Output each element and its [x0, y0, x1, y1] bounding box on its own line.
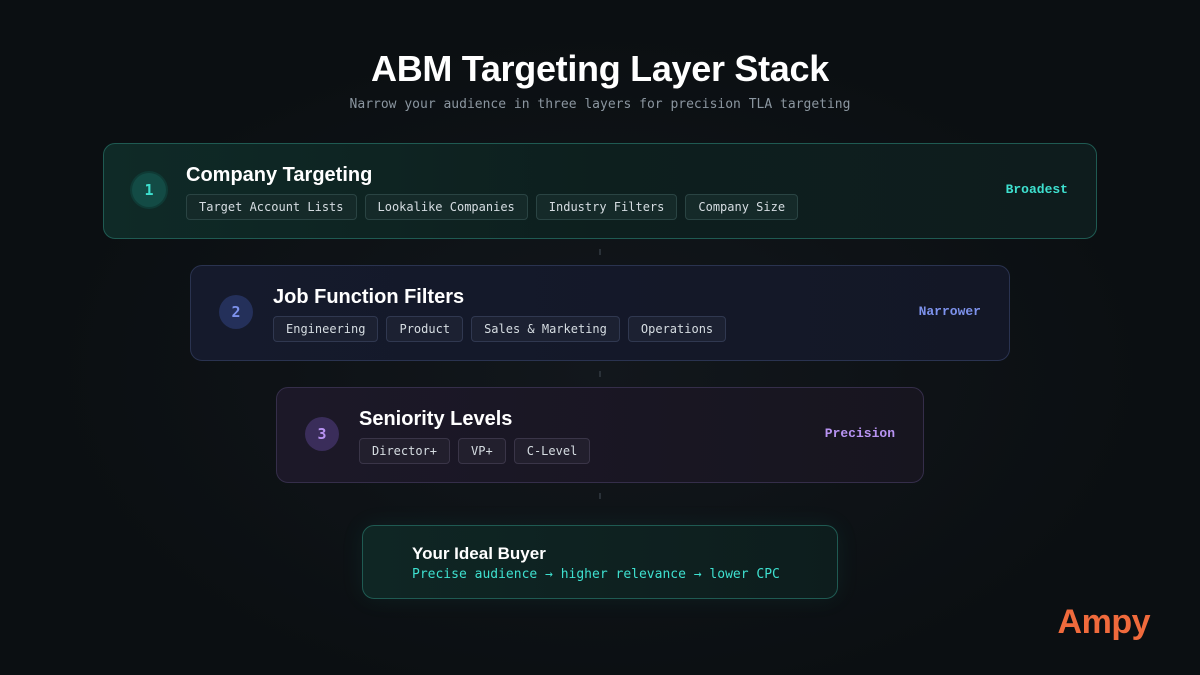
- layer-name: Job Function Filters: [273, 286, 465, 308]
- tag-vp-plus: VP+: [458, 438, 506, 464]
- brand-logo: Ampy: [1057, 603, 1151, 641]
- layer-tags: Target Account Lists Lookalike Companies…: [186, 194, 799, 220]
- connector-line: [599, 249, 601, 255]
- layer-tags: Director+ VP+ C-Level: [359, 438, 591, 464]
- layer-job-function-filters: 2 Job Function Filters Engineering Produ…: [190, 265, 1010, 361]
- layer-name: Company Targeting: [186, 164, 373, 186]
- tag-engineering: Engineering: [273, 316, 379, 342]
- tag-director-plus: Director+: [359, 438, 451, 464]
- result-title: Your Ideal Buyer: [412, 544, 546, 563]
- tag-target-account-lists: Target Account Lists: [186, 194, 357, 220]
- tag-operations: Operations: [627, 316, 727, 342]
- layer-name: Seniority Levels: [359, 408, 513, 430]
- tag-lookalike-companies: Lookalike Companies: [364, 194, 528, 220]
- tag-c-level: C-Level: [513, 438, 591, 464]
- connector-line: [599, 371, 601, 377]
- page-title: ABM Targeting Layer Stack: [371, 48, 829, 89]
- page-subtitle: Narrow your audience in three layers for…: [349, 97, 851, 112]
- layer-level-label: Precision: [824, 426, 895, 441]
- layer-seniority-levels: 3 Seniority Levels Director+ VP+ C-Level…: [276, 387, 924, 483]
- layer-company-targeting: 1 Company Targeting Target Account Lists…: [103, 143, 1097, 239]
- tag-product: Product: [386, 316, 464, 342]
- layer-number-badge: 1: [132, 173, 166, 207]
- result-description: Precise audience → higher relevance → lo…: [412, 567, 780, 582]
- tag-industry-filters: Industry Filters: [535, 194, 678, 220]
- tag-sales-marketing: Sales & Marketing: [471, 316, 620, 342]
- connector-line: [599, 493, 601, 499]
- layer-number-badge: 3: [305, 417, 339, 451]
- ideal-buyer-result-card: Your Ideal Buyer Precise audience → high…: [362, 525, 838, 599]
- layer-level-label: Narrower: [918, 304, 981, 319]
- layer-tags: Engineering Product Sales & Marketing Op…: [273, 316, 727, 342]
- layer-level-label: Broadest: [1005, 182, 1068, 197]
- tag-company-size: Company Size: [685, 194, 799, 220]
- layer-number-badge: 2: [219, 295, 253, 329]
